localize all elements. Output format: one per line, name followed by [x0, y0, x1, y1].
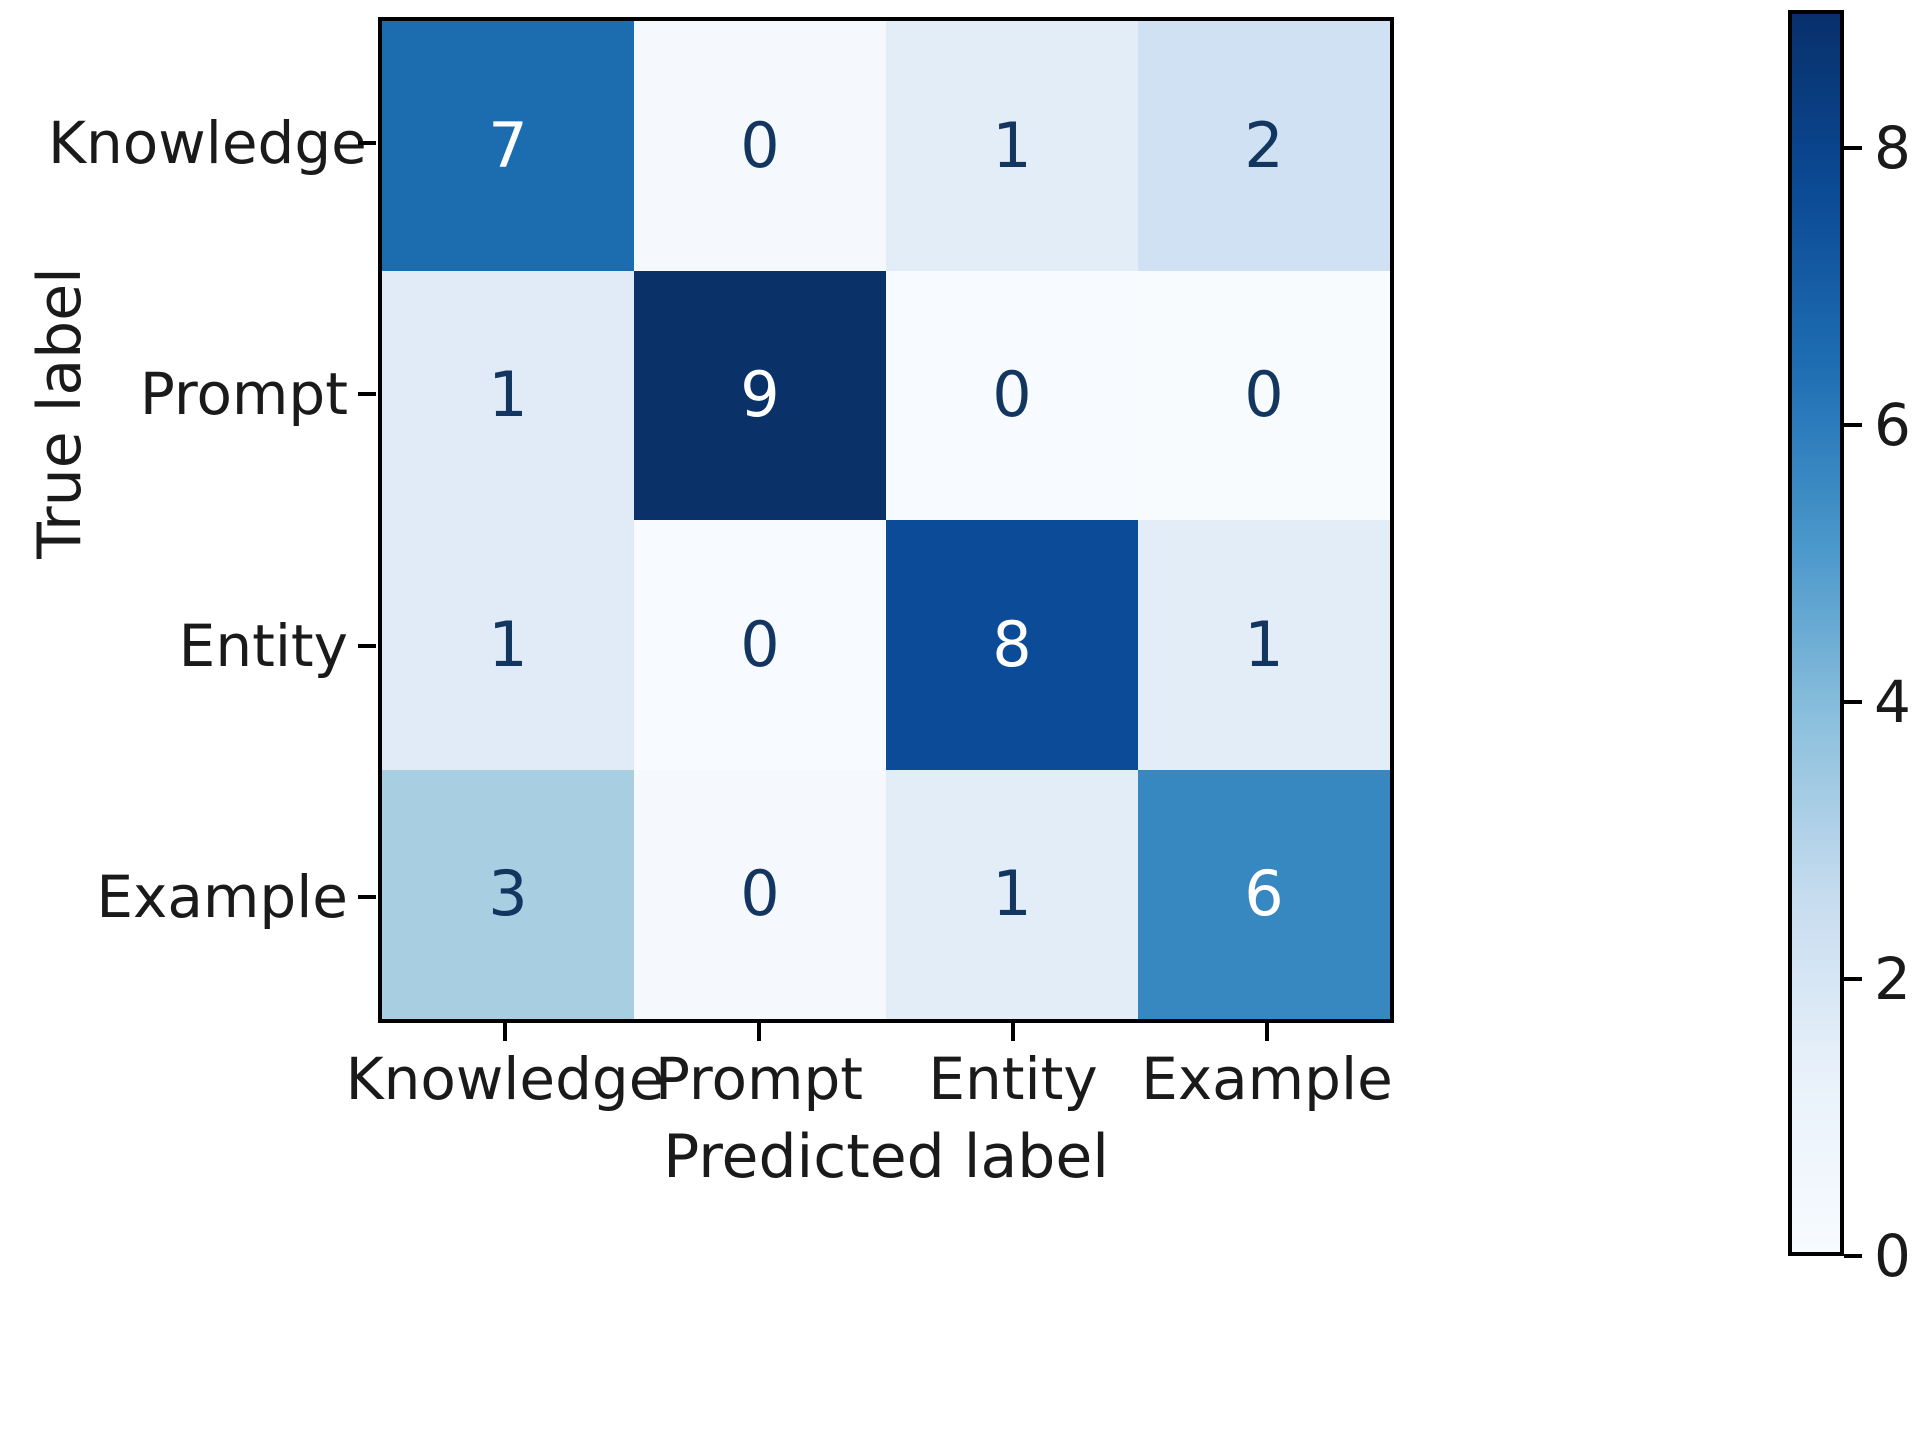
heatmap-cell-value: 0	[740, 607, 780, 681]
colorbar-tick-mark	[1844, 700, 1862, 705]
colorbar-tick-label: 6	[1874, 391, 1911, 460]
y-axis-tick-mark	[358, 895, 376, 900]
heatmap-cell-value: 8	[992, 607, 1032, 681]
colorbar-tick-label: 2	[1874, 945, 1911, 1014]
heatmap-cell: 7	[382, 21, 634, 271]
colorbar-tick-mark	[1844, 1254, 1862, 1258]
y-axis-tick-mark	[358, 392, 376, 397]
heatmap-cell-value: 0	[740, 108, 780, 182]
colorbar-tick-mark	[1844, 146, 1862, 151]
colorbar-tick-label: 0	[1874, 1222, 1911, 1290]
heatmap-cell: 1	[382, 270, 634, 520]
heatmap-cell-value: 9	[740, 358, 780, 432]
heatmap-cell-value: 2	[1244, 108, 1284, 182]
heatmap-cell-value: 0	[992, 358, 1032, 432]
heatmap-cell: 2	[1138, 21, 1390, 271]
x-axis-tick-label: Example	[1141, 1045, 1393, 1113]
heatmap-cell: 0	[634, 520, 886, 770]
x-axis-tick-mark	[503, 1023, 507, 1041]
heatmap-cell-value: 1	[992, 857, 1032, 931]
heatmap-cell-value: 1	[992, 108, 1032, 182]
heatmap-cell: 6	[1138, 769, 1390, 1019]
heatmap-cell: 1	[886, 21, 1138, 271]
y-axis-tick-mark	[358, 140, 376, 145]
x-axis-tick-mark	[1011, 1023, 1015, 1041]
colorbar-gradient	[1788, 10, 1844, 1256]
heatmap-cell-value: 3	[488, 857, 528, 931]
colorbar-tick-mark	[1844, 423, 1862, 428]
heatmap-grid: 7 0 1 2 1 9 0 0 1 0 8 1 3 0 1 6	[378, 17, 1394, 1023]
heatmap-cell-value: 1	[1244, 607, 1284, 681]
heatmap-cell: 1	[1138, 520, 1390, 770]
heatmap-cell: 9	[634, 270, 886, 520]
x-axis-tick-label: Prompt	[654, 1045, 864, 1113]
colorbar-tick-label: 4	[1874, 668, 1911, 737]
heatmap-cell: 8	[886, 520, 1138, 770]
y-axis-tick-mark	[358, 643, 376, 648]
heatmap-cell-value: 0	[740, 857, 780, 931]
x-axis-tick-mark	[757, 1023, 761, 1041]
heatmap-cell-value: 6	[1244, 857, 1284, 931]
y-axis-tick-label: Example	[96, 863, 348, 932]
x-axis-tick-mark	[1265, 1023, 1269, 1041]
colorbar-tick-label: 8	[1874, 114, 1911, 183]
y-axis-tick-label: Entity	[178, 611, 348, 680]
heatmap-cell: 3	[382, 769, 634, 1019]
y-axis-tick-label: Prompt	[139, 360, 348, 429]
heatmap-cell-value: 7	[488, 108, 528, 182]
y-axis-tick-label: Knowledge	[48, 108, 367, 177]
x-axis-title: Predicted label	[663, 1122, 1109, 1192]
heatmap-cell: 0	[634, 21, 886, 271]
heatmap-cell: 0	[886, 270, 1138, 520]
colorbar-tick-mark	[1844, 977, 1862, 982]
heatmap-cell-value: 1	[488, 358, 528, 432]
heatmap-cell: 0	[634, 769, 886, 1019]
heatmap-cell: 1	[382, 520, 634, 770]
heatmap-cell-value: 1	[488, 607, 528, 681]
x-axis-tick-label: Entity	[928, 1045, 1098, 1113]
heatmap-cell-value: 0	[1244, 358, 1284, 432]
heatmap-cell: 0	[1138, 270, 1390, 520]
heatmap-cell: 1	[886, 769, 1138, 1019]
x-axis-tick-label: Knowledge	[345, 1045, 665, 1113]
colorbar: 8 6 4 2 0	[1788, 10, 1911, 1290]
